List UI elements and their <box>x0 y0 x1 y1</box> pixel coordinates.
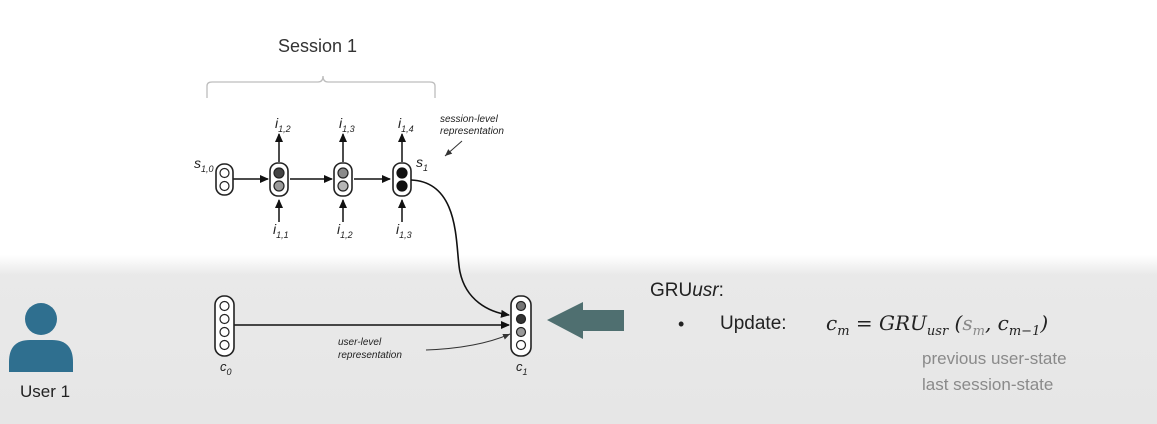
gru-title-prefix: GRU <box>650 280 693 301</box>
label-s10: s1,0 <box>194 155 214 174</box>
label-c0: c0 <box>220 359 232 377</box>
node-c1 <box>510 295 532 357</box>
gru-title-suffix: : <box>718 280 724 301</box>
node-s1 <box>392 162 412 197</box>
node-s10 <box>215 163 234 196</box>
node-h2 <box>333 162 353 197</box>
label-in-1: i1,1 <box>273 221 289 240</box>
session-brace <box>206 75 436 98</box>
session-annotation-line1: session-level <box>440 114 499 125</box>
label-c1: c1 <box>516 359 528 377</box>
label-in-3: i1,3 <box>396 221 412 240</box>
gru-title: GRUusr: <box>650 280 724 302</box>
user-annotation-pointer <box>425 333 511 351</box>
session-title: Session 1 <box>278 36 358 56</box>
user-annotation-line2: representation <box>338 350 402 361</box>
node-h1 <box>269 162 289 197</box>
edge-s1-to-c1 <box>410 179 510 318</box>
label-in-2: i1,2 <box>337 221 353 240</box>
label-s1: s1 <box>416 154 428 173</box>
update-label: Update: <box>720 313 787 334</box>
update-formula: cm = GRUusr (sm, cm−1) <box>826 311 1049 339</box>
gru-title-italic: usr <box>692 280 719 301</box>
label-out-3: i1,4 <box>398 115 414 134</box>
note-previous-user-state: previous user-state <box>922 349 1067 368</box>
user-label: User 1 <box>20 382 71 401</box>
user-icon <box>9 303 73 372</box>
session-annotation-pointer <box>444 140 463 157</box>
label-out-2: i1,3 <box>339 115 355 134</box>
node-c0 <box>214 295 235 357</box>
user-annotation-line1: user-level <box>338 337 382 348</box>
bullet: • <box>678 314 685 334</box>
note-last-session-state: last session-state <box>922 375 1054 394</box>
label-out-1: i1,2 <box>275 115 291 134</box>
highlight-arrow <box>547 302 624 339</box>
session-annotation-line2: representation <box>440 126 504 137</box>
